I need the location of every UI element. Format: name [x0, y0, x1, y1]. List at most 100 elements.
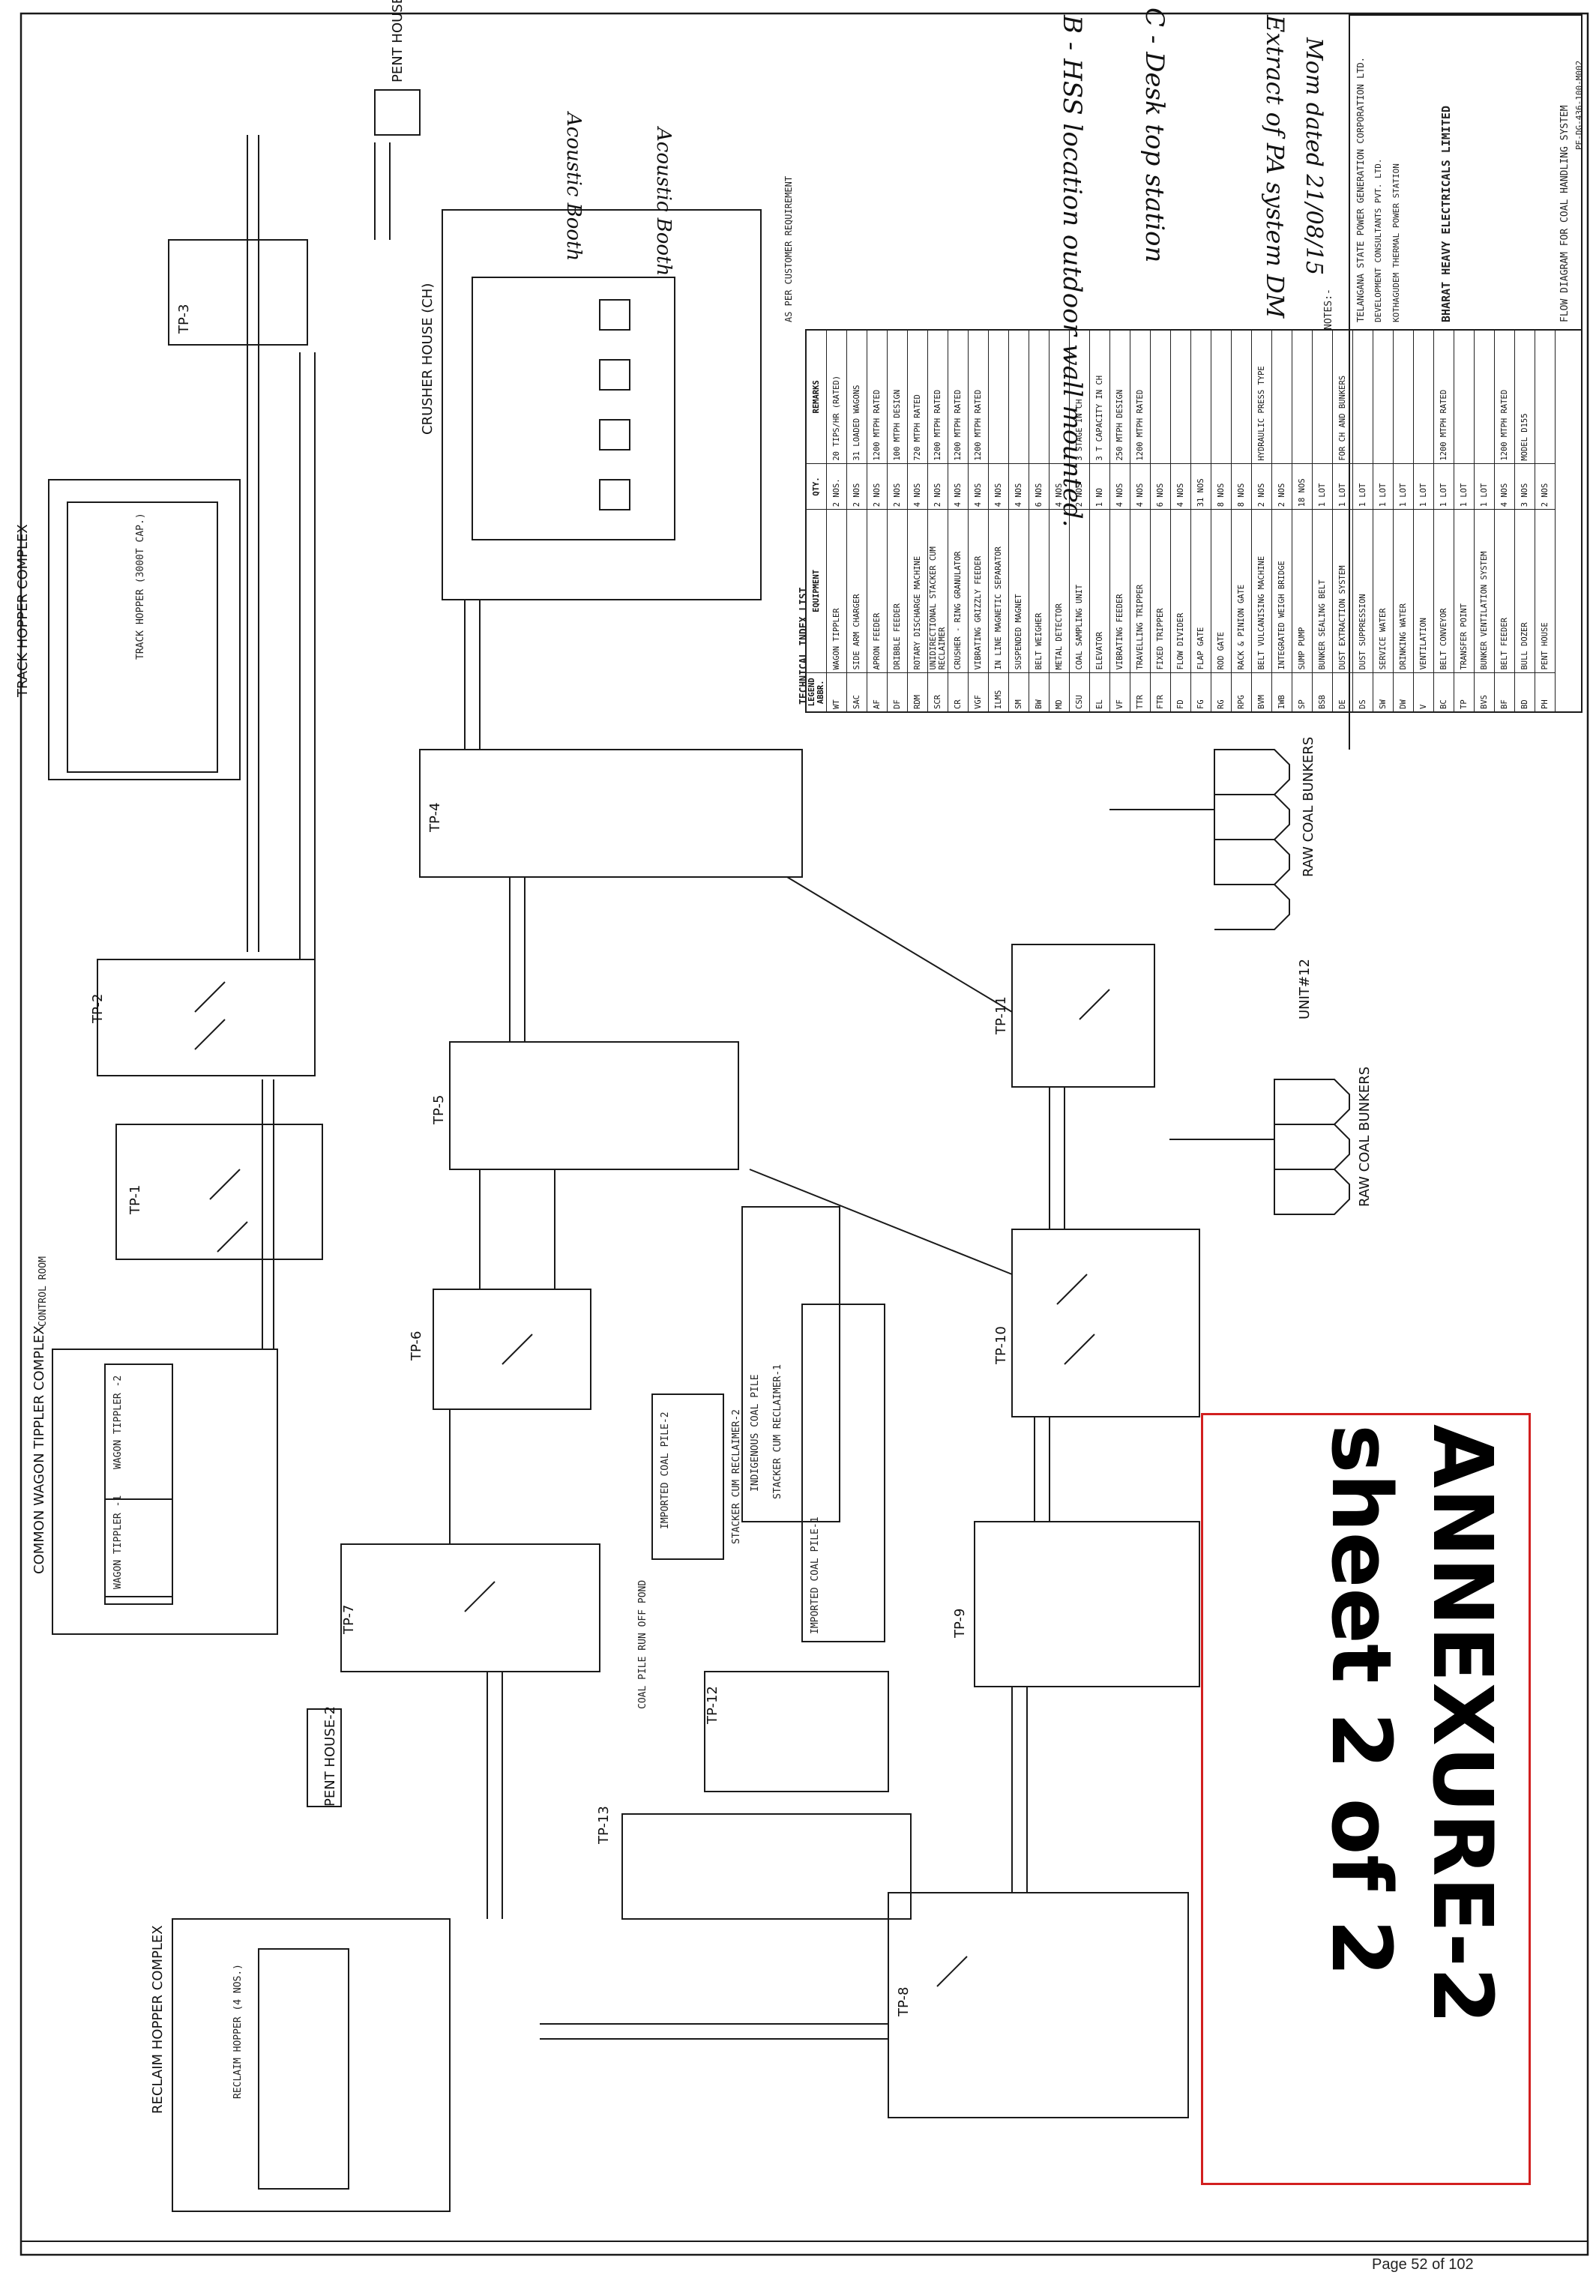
cell-remarks [1352, 330, 1373, 464]
title-project: KOTHAGUDEM THERMAL POWER STATION [1391, 163, 1401, 322]
cell-remarks: 720 MTPH RATED [907, 330, 928, 464]
cell-qty: 1 NO [1089, 463, 1110, 510]
cell-remarks: 1200 MTPH RATED [867, 330, 888, 464]
cell-qty: 2 NOS [1271, 463, 1292, 510]
wagon-tippler-1-label: WAGON TIPPLER -1 [112, 1495, 124, 1589]
cell-equipment: TRAVELLING TRIPPER [1130, 509, 1151, 673]
imported-pile-2-label: IMPORTED COAL PILE-2 [660, 1411, 671, 1529]
cell-remarks: 31 LOADED WAGONS [846, 330, 867, 464]
annexure-sheet: sheet 2 of 2 [1313, 1424, 1409, 1977]
cell-equipment: TRANSFER POINT [1454, 509, 1475, 673]
cell-equipment: BUNKER VENTILATION SYSTEM [1474, 509, 1495, 673]
customer-requirement: AS PER CUSTOMER REQUIREMENT [783, 175, 794, 322]
indigenous-pile-label: INDIGENOUS COAL PILE [750, 1374, 761, 1492]
cell-qty: 2 NOS [887, 463, 908, 510]
cell-abbr: V [1413, 672, 1434, 712]
cell-equipment: FIXED TRIPPER [1150, 509, 1171, 673]
handwritten-note-6: Acoustic Booth [652, 127, 675, 277]
cell-remarks: 1200 MTPH RATED [1433, 330, 1454, 464]
cell-qty: 4 NOS [1170, 463, 1191, 510]
cell-abbr: EL [1089, 672, 1110, 712]
technical-index-header: LEGEND ABBR. EQUIPMENT QTY. REMARKS [806, 330, 827, 712]
cell-abbr: CSU [1069, 672, 1090, 712]
stacker-1-label: STACKER CUM RECLAIMER-1 [772, 1364, 783, 1499]
cell-remarks: HYDRAULIC PRESS TYPE [1251, 330, 1272, 464]
cell-remarks: 1200 MTPH RATED [968, 330, 989, 464]
cell-qty: 18 NOS [1292, 463, 1313, 510]
cell-abbr: RG [1211, 672, 1232, 712]
cell-equipment: SUMP PUMP [1292, 509, 1313, 673]
handwritten-note-5: Acoustic Booth [562, 112, 585, 262]
cell-equipment: BUNKER SEALING BELT [1312, 509, 1333, 673]
cell-remarks [1271, 330, 1292, 464]
cell-remarks: MODEL D155 [1514, 330, 1535, 464]
annexure-frame [1201, 1413, 1531, 2185]
cell-remarks: 1200 MTPH RATED [927, 330, 948, 464]
cell-equipment: APRON FEEDER [867, 509, 888, 673]
cell-remarks [1190, 330, 1211, 464]
cell-equipment: DRINKING WATER [1393, 509, 1414, 673]
cell-abbr: RDM [907, 672, 928, 712]
cell-equipment: WAGON TIPPLER [826, 509, 847, 673]
cell-abbr: TTR [1130, 672, 1151, 712]
imported-pile-1-label: IMPORTED COAL PILE-1 [810, 1516, 821, 1634]
cell-qty: 1 LOT [1352, 463, 1373, 510]
pent-house-1-label: PENT HOUSE-1 [390, 0, 406, 82]
cell-equipment: ROD GATE [1211, 509, 1232, 673]
cell-qty: 4 NOS [1008, 463, 1029, 510]
cell-remarks: FOR CH AND BUNKERS [1332, 330, 1353, 464]
cell-abbr: SP [1292, 672, 1313, 712]
cell-qty: 2 NOS [927, 463, 948, 510]
tp-2-label: TP-2 [90, 993, 106, 1023]
cell-qty: 2 NOS [1251, 463, 1272, 510]
cell-equipment: DRIBBLE FEEDER [887, 509, 908, 673]
cell-remarks [988, 330, 1009, 464]
cell-remarks: 20 TIPS/HR (RATED) [826, 330, 847, 464]
tp-13-label: TP-13 [596, 1806, 612, 1844]
cell-equipment: BELT FEEDER [1494, 509, 1515, 673]
cell-remarks [1292, 330, 1313, 464]
cell-remarks [1454, 330, 1475, 464]
crusher-house-label: CRUSHER HOUSE (CH) [420, 283, 436, 435]
cell-abbr: FG [1190, 672, 1211, 712]
cell-qty: 3 NOS [1514, 463, 1535, 510]
title-drawing-title: FLOW DIAGRAM FOR COAL HANDLING SYSTEM [1559, 105, 1571, 322]
wagon-tippler-2-label: WAGON TIPPLER -2 [112, 1375, 124, 1469]
cell-abbr: BSB [1312, 672, 1333, 712]
cell-qty: 4 NOS [988, 463, 1009, 510]
cell-qty: 2 NOS [1535, 463, 1556, 510]
cell-qty: 1 LOT [1332, 463, 1353, 510]
cell-qty: 4 NOS [948, 463, 969, 510]
cell-abbr: BVS [1474, 672, 1495, 712]
cell-equipment: BELT VULCANISING MACHINE [1251, 509, 1272, 673]
handwritten-note-1: B - HSS location outdoor wall mounted. [1057, 15, 1087, 528]
pent-house-2-label: PENT HOUSE-2 [322, 1705, 338, 1807]
cell-abbr: VF [1109, 672, 1130, 712]
cell-equipment: FLOW DIVIDER [1170, 509, 1191, 673]
reclaim-hopper-inner-label: RECLAIM HOPPER (4 NOS.) [232, 1963, 244, 2099]
cell-equipment: RACK & PINION GATE [1231, 509, 1252, 673]
cell-equipment: BELT WEIGHER [1029, 509, 1050, 673]
cell-equipment: VIBRATING GRIZZLY FEEDER [968, 509, 989, 673]
cell-qty: 1 LOT [1454, 463, 1475, 510]
cell-qty: 2 NOS. [826, 463, 847, 510]
